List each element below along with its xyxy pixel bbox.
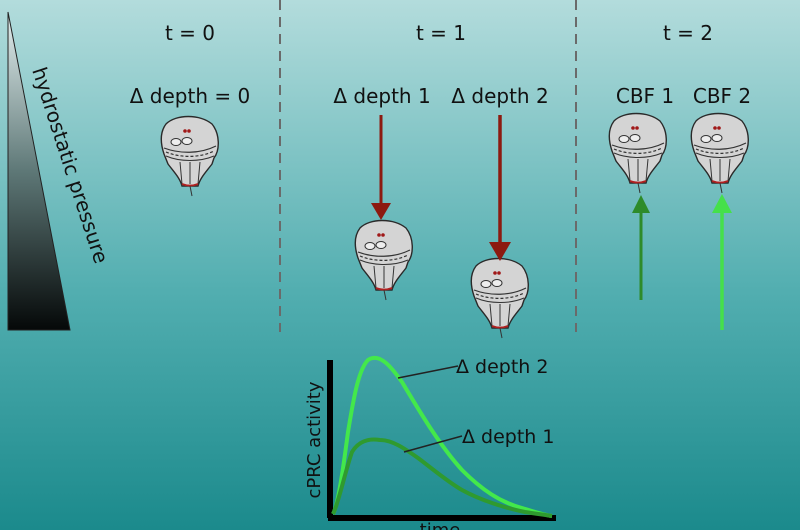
curve-depth1 xyxy=(331,437,553,518)
up-arrow-cbf1 xyxy=(632,195,650,300)
graph-y-label: cPRC activity xyxy=(304,381,325,498)
time-label-t0: t = 0 xyxy=(165,21,215,45)
depth-zero-label: Δ depth = 0 xyxy=(130,84,250,108)
cbf2-label: CBF 2 xyxy=(693,84,751,108)
down-arrow-depth2 xyxy=(489,115,511,261)
up-arrow-cbf2 xyxy=(712,194,732,330)
graph-x-label: time xyxy=(420,520,461,530)
pressure-wedge xyxy=(7,11,71,331)
depth2-label: Δ depth 2 xyxy=(451,84,548,108)
activity-graph: cPRC activity time Δ depth 2 Δ depth 1 xyxy=(304,356,556,530)
depth1-label: Δ depth 1 xyxy=(333,84,430,108)
curve-label-depth2: Δ depth 2 xyxy=(456,356,548,378)
curve-depth2 xyxy=(331,356,553,518)
down-arrow-depth1 xyxy=(371,115,391,220)
label-leader-depth1 xyxy=(403,435,463,453)
time-label-t2: t = 2 xyxy=(663,21,713,45)
curve-label-depth1: Δ depth 1 xyxy=(462,426,554,448)
time-label-t1: t = 1 xyxy=(416,21,466,45)
label-leader-depth2 xyxy=(397,365,459,379)
cbf1-label: CBF 1 xyxy=(616,84,674,108)
